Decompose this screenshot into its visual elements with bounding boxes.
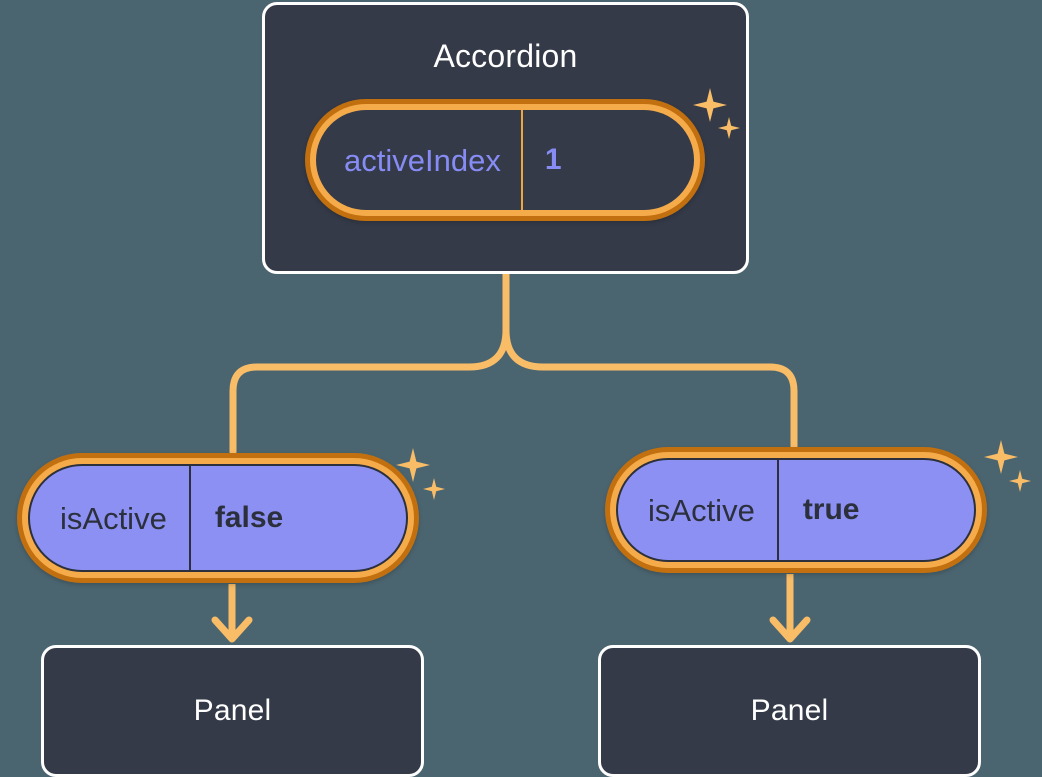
state-pill-highlight-ring: isActive true xyxy=(610,452,982,568)
state-pill-key: isActive xyxy=(648,492,755,528)
component-title: Panel xyxy=(193,694,272,727)
state-pill-body: isActive false xyxy=(28,464,408,572)
state-pill-value: false xyxy=(188,466,317,570)
state-pill-highlight-ring: activeIndex 1 xyxy=(310,104,700,216)
state-pill-key: isActive xyxy=(60,500,167,536)
state-pill-body: isActive true xyxy=(616,458,976,562)
component-node-panel-left[interactable]: Panel xyxy=(41,645,424,777)
component-title: Panel xyxy=(750,694,829,727)
component-node-panel-right[interactable]: Panel xyxy=(598,645,981,777)
sparkle-icon-large xyxy=(984,440,1018,474)
state-pill-is-active-left[interactable]: isActive false xyxy=(17,453,419,583)
state-pill-body: activeIndex 1 xyxy=(316,110,694,210)
state-pill-value: true xyxy=(776,460,894,560)
state-pill-is-active-right[interactable]: isActive true xyxy=(605,447,987,573)
sparkle-group-right xyxy=(984,440,1042,500)
arrow-right-head-icon xyxy=(769,616,811,643)
state-pill-active-index[interactable]: activeIndex 1 xyxy=(305,99,705,221)
arrow-left-head-icon xyxy=(211,616,253,643)
connector-root-to-branches xyxy=(229,270,510,456)
state-pill-highlight-ring: isActive false xyxy=(22,458,414,578)
component-title: Accordion xyxy=(433,38,578,74)
state-pill-key: activeIndex xyxy=(344,142,501,178)
sparkle-icon-small xyxy=(423,478,445,500)
connector-root-to-branch-right xyxy=(502,326,798,452)
state-pill-value: 1 xyxy=(520,110,596,210)
sparkle-icon-small xyxy=(1009,470,1031,492)
